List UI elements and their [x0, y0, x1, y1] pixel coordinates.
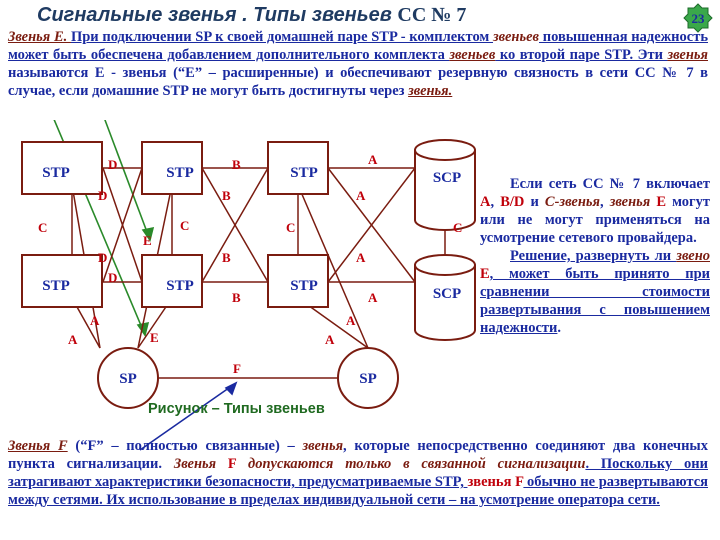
svg-text:A: A [346, 313, 356, 328]
stp-node [141, 141, 203, 195]
svg-text:A: A [356, 188, 366, 203]
text-run: повышенная надежность может быть обеспеч… [8, 29, 708, 63]
svg-text:B: B [222, 250, 231, 265]
svg-text:A: A [68, 332, 78, 347]
f-link-pointer-arrow [139, 381, 238, 451]
scp-node [414, 139, 476, 231]
e-links-side-note: Если сеть СС № 7 включает А, В/D и С-зве… [480, 175, 710, 337]
text-run: звеньев [493, 29, 540, 45]
text-run: Е [656, 194, 666, 210]
text-run: называются Е - звенья (“Е” – расширенные… [8, 65, 708, 99]
text-run: звенья F [467, 474, 524, 490]
text-run: . Поскольку они затрагивают характеристи… [8, 456, 709, 490]
svg-text:A: A [368, 290, 378, 305]
text-run: Звенья Е. [8, 29, 71, 45]
text-run: Звенья [173, 456, 217, 472]
sp-node [97, 347, 159, 409]
svg-text:B: B [222, 188, 231, 203]
text-run: , [599, 194, 610, 210]
text-run: F [227, 456, 237, 472]
text-run: В/D [500, 194, 525, 210]
text-run: Звенья F [8, 438, 68, 454]
page-title: Сигнальные звенья . Типы звеньев СС № 7 [37, 4, 467, 26]
text-run: , может быть принято при [489, 266, 710, 282]
svg-text:D: D [98, 250, 107, 265]
svg-text:SP: SP [119, 371, 137, 387]
text-run: звеньев [449, 47, 496, 63]
text-run: Если сеть СС № 7 включает [510, 176, 710, 192]
e-links-paragraph: Звенья Е. При подключении SP к своей дом… [8, 28, 708, 100]
scp-node [414, 254, 476, 341]
svg-text:E: E [150, 330, 159, 345]
text-run: звенья [667, 47, 708, 63]
text-run: (“F” – полностью связанные) – [67, 438, 303, 454]
text-run: С-звенья [544, 194, 600, 210]
svg-text:B: B [232, 157, 241, 172]
text-run: звенья [609, 194, 651, 210]
figure-caption: Рисунок – Типы звеньев [148, 401, 325, 417]
text-run: При подключении SP к своей домашней паре… [70, 29, 494, 45]
svg-text:C: C [180, 218, 189, 233]
svg-text:SP: SP [359, 371, 377, 387]
svg-text:SCP: SCP [433, 170, 461, 186]
stp-node [21, 254, 103, 308]
svg-text:STP: STP [42, 278, 70, 294]
stp-node [141, 254, 203, 308]
text-run [216, 456, 228, 472]
links [71, 167, 446, 379]
svg-text:STP: STP [42, 165, 70, 181]
svg-text:F: F [233, 361, 241, 376]
stp-node [21, 141, 103, 195]
side-paragraph-1: Если сеть СС № 7 включает А, В/D и С-зве… [480, 175, 710, 247]
page-number-badge: 23 [683, 3, 713, 33]
stp-nodes [21, 141, 329, 308]
stp-node [267, 141, 329, 195]
scp-nodes [414, 139, 476, 341]
text-run: . [557, 320, 562, 336]
svg-text:STP: STP [166, 165, 194, 181]
svg-text:B: B [232, 290, 241, 305]
side-paragraph-2: Решение, развернуть ли звено Е, может бы… [480, 247, 710, 337]
svg-text:A: A [90, 313, 100, 328]
svg-text:D: D [108, 157, 117, 172]
link-types-diagram: STP STP STP STP STP STP SCP SCP SP SP D … [21, 120, 476, 451]
page-number: 23 [692, 11, 706, 26]
svg-text:E: E [143, 233, 152, 248]
text-run: звено [676, 248, 710, 264]
svg-text:A: A [325, 332, 335, 347]
svg-text:STP: STP [290, 165, 318, 181]
svg-text:SCP: SCP [433, 286, 461, 302]
text-run [236, 456, 248, 472]
svg-text:C: C [286, 220, 295, 235]
text-run: обычно не развертываются между сетями. И… [8, 474, 709, 508]
text-run: А [480, 194, 491, 210]
link-labels: D D D D B B B B A A A A C C C C E E A A … [38, 152, 462, 376]
svg-text:STP: STP [166, 278, 194, 294]
sp-node [337, 347, 399, 409]
svg-text:A: A [368, 152, 378, 167]
text-run: Е [480, 266, 490, 282]
text-run: , [490, 194, 501, 210]
svg-text:D: D [108, 270, 117, 285]
stp-node [267, 254, 329, 308]
svg-text:C: C [453, 220, 462, 235]
text-run: звенья [302, 438, 344, 454]
text-run: сравнении стоимости развертывания с повы… [480, 284, 710, 336]
text-run: могут или не могут применяться на усмотр… [480, 194, 710, 246]
svg-text:A: A [356, 250, 366, 265]
svg-text:D: D [98, 188, 107, 203]
text-run: и [524, 194, 545, 210]
text-run: , которые непосредственно соединяют два … [8, 438, 708, 472]
sp-nodes [97, 347, 399, 409]
svg-text:C: C [38, 220, 47, 235]
svg-text:STP: STP [290, 278, 318, 294]
text-run: звенья. [408, 83, 453, 99]
text-run: ко второй паре STP. Эти [495, 47, 668, 63]
f-links-paragraph: Звенья F (“F” – полностью связанные) – з… [8, 437, 708, 509]
text-run: допускаются только в связанной сигнализа… [248, 456, 586, 472]
text-run: Решение, развернуть ли [510, 248, 677, 264]
